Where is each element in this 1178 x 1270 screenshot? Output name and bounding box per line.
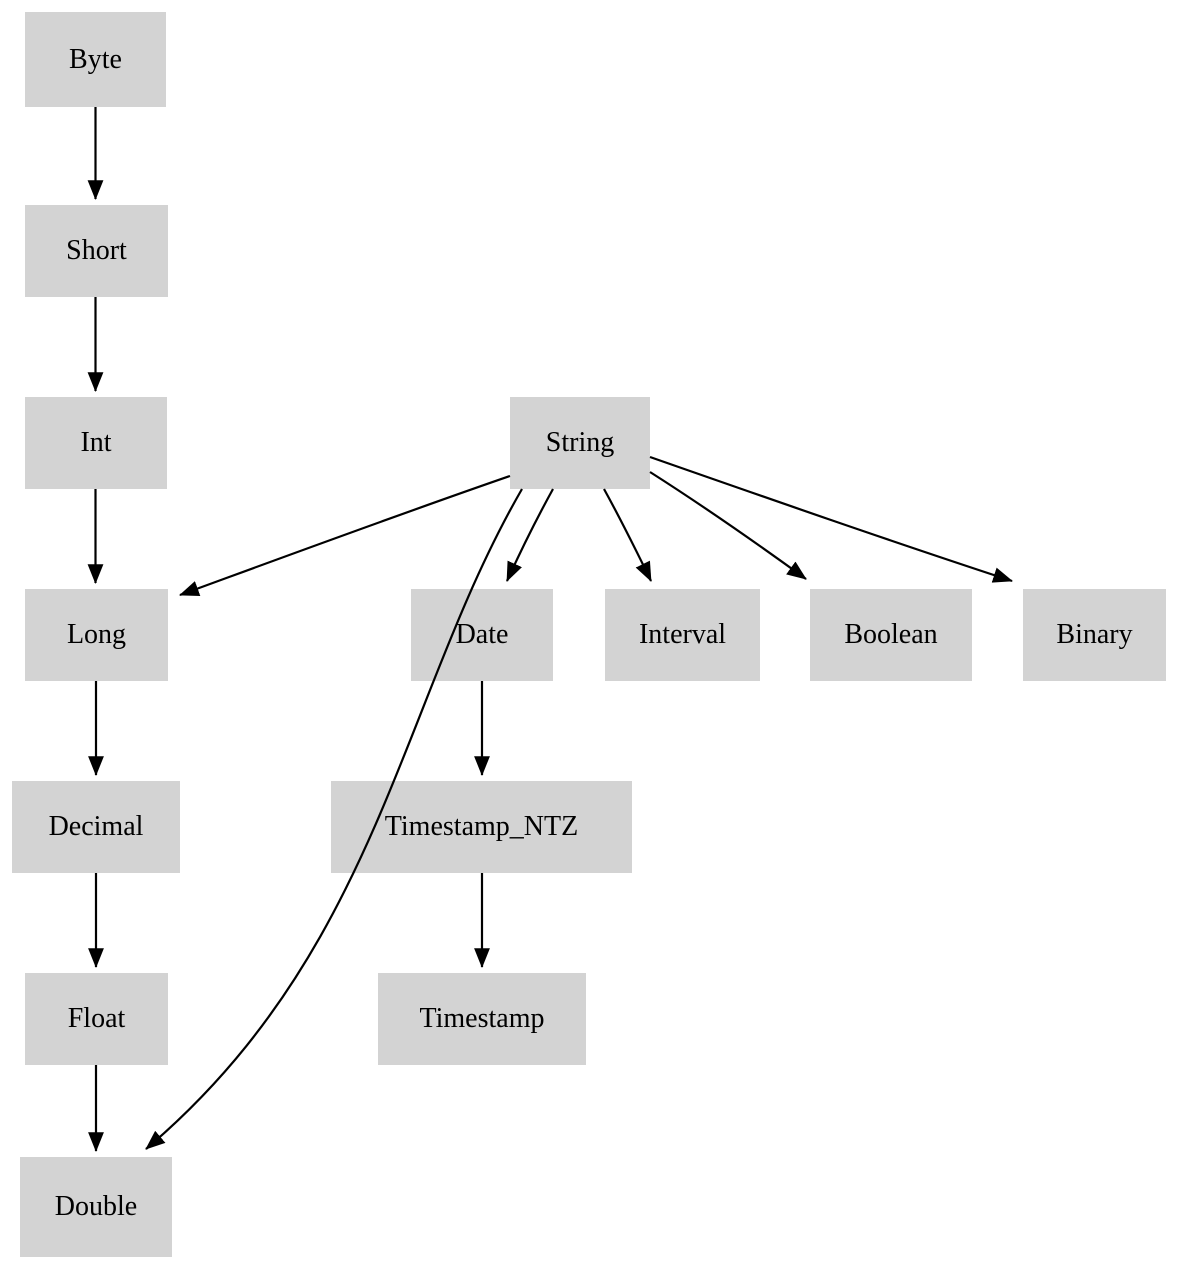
node-byte-label: Byte	[69, 43, 122, 75]
node-long-label: Long	[66, 619, 127, 650]
node-interval-label: Interval	[638, 619, 727, 650]
edge-string-interval	[603, 488, 652, 582]
node-timestamp-label: Timestamp	[419, 1003, 545, 1034]
node-long: Long	[25, 589, 168, 681]
edge-string-date	[505, 488, 554, 582]
node-byte: Byte	[25, 12, 166, 107]
node-timestamp-ntz-label: Timestamp_NTZ	[384, 811, 579, 842]
node-string-label: String	[545, 427, 615, 458]
node-short: Short	[25, 205, 168, 297]
node-boolean: Boolean	[810, 589, 972, 681]
node-decimal-label: Decimal	[48, 811, 144, 842]
node-binary-label: Binary	[1056, 619, 1133, 650]
node-int: Int	[25, 397, 167, 489]
edge-string-long	[179, 474, 511, 597]
node-timestamp-ntz: Timestamp_NTZ	[331, 781, 632, 873]
node-float: Float	[25, 973, 168, 1065]
edge-string-binary	[649, 455, 1013, 583]
node-decimal: Decimal	[12, 781, 180, 873]
node-short-label: Short	[66, 235, 127, 266]
node-date-label: Date	[455, 619, 509, 650]
node-interval: Interval	[605, 589, 760, 681]
node-string: String	[510, 397, 650, 489]
node-timestamp: Timestamp	[378, 973, 586, 1065]
node-boolean-label: Boolean	[844, 619, 938, 650]
node-double-label: Double	[54, 1191, 138, 1222]
node-date: Date	[411, 589, 553, 681]
node-float-label: Float	[67, 1003, 126, 1034]
edge-string-boolean	[649, 471, 807, 580]
node-double: Double	[20, 1157, 172, 1257]
node-binary: Binary	[1023, 589, 1166, 681]
node-int-label: Int	[80, 427, 112, 458]
